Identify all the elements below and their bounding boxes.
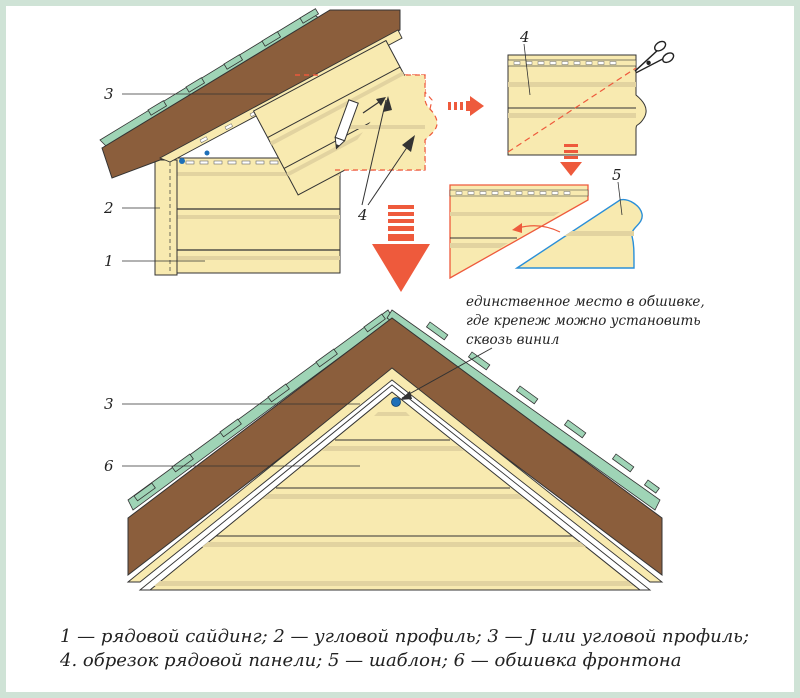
leader-4-top xyxy=(523,43,531,96)
transfer-arrow-head xyxy=(512,223,522,233)
arrow-down-big-head xyxy=(372,244,430,292)
top-fastener xyxy=(204,150,210,156)
panel-hem-holes xyxy=(513,61,617,65)
note-line-2: где крепеж можно установить xyxy=(466,313,701,329)
top-fastener xyxy=(179,158,185,164)
gable-roof xyxy=(127,317,663,577)
label-1: 1 xyxy=(104,252,114,270)
label-3-top: 3 xyxy=(104,85,114,103)
template-and-piece xyxy=(449,181,643,280)
legend: 1 — рядовой сайдинг; 2 — угловой профиль… xyxy=(60,625,760,673)
top-left-assembly xyxy=(99,8,438,276)
note-leader xyxy=(401,347,493,399)
apex-fastener xyxy=(391,397,401,407)
panel-hem xyxy=(507,59,637,67)
legend-line-1: 1 — рядовой сайдинг; 2 — угловой профиль… xyxy=(60,626,750,647)
gable-stripe xyxy=(154,581,634,586)
note-line-3: сквозь винил xyxy=(466,332,559,348)
leader-4-head xyxy=(383,96,392,112)
cut-piece-stripe xyxy=(450,243,508,248)
gable-assembly xyxy=(122,309,664,591)
note-leader-head xyxy=(400,391,412,400)
label-3-bottom: 3 xyxy=(104,395,114,413)
cut-line-dashed xyxy=(507,67,637,153)
gable-stripe xyxy=(202,542,586,547)
scissors-icon xyxy=(634,40,675,74)
leader-4-a xyxy=(361,99,387,206)
panel-to-cut xyxy=(507,54,647,156)
leader-5 xyxy=(617,181,623,216)
label-2: 2 xyxy=(103,199,114,217)
pencil-icon xyxy=(334,99,359,150)
label-4-top: 4 xyxy=(519,28,530,46)
top-right-panel-cut xyxy=(507,40,675,156)
gable-j-channel xyxy=(126,367,664,583)
siding-stripe xyxy=(175,172,340,176)
leader-4-b xyxy=(367,139,413,206)
gable-siding xyxy=(148,391,642,591)
marking-arrow-head xyxy=(376,97,386,106)
gable-stripe xyxy=(374,412,410,416)
gable-shingles-right xyxy=(386,309,661,511)
cut-piece-stripe xyxy=(450,212,560,216)
label-4-mid: 4 xyxy=(357,206,368,224)
template-stripe xyxy=(564,231,634,236)
siding-stripe xyxy=(175,256,340,260)
gable-shingles-left xyxy=(127,309,394,511)
label-6: 6 xyxy=(104,457,114,475)
arrow-down-small-head xyxy=(560,162,582,176)
gable-stripe xyxy=(262,494,524,499)
label-5: 5 xyxy=(612,166,622,184)
note-line-1: единственное место в обшивке, xyxy=(466,294,705,310)
corner-post xyxy=(154,159,178,276)
legend-line-2: 4. обрезок рядовой панели; 5 — шаблон; 6… xyxy=(60,650,682,671)
gable-stripe xyxy=(322,446,464,451)
arrow-right-head xyxy=(470,96,484,116)
process-arrows xyxy=(372,96,582,292)
leader-4-head xyxy=(402,135,415,152)
siding-stripe xyxy=(175,215,340,219)
arrow-right-stripe xyxy=(448,102,451,110)
panel-stripe xyxy=(508,82,636,87)
cut-piece-holes xyxy=(455,191,571,195)
panel-stripe xyxy=(508,113,636,118)
